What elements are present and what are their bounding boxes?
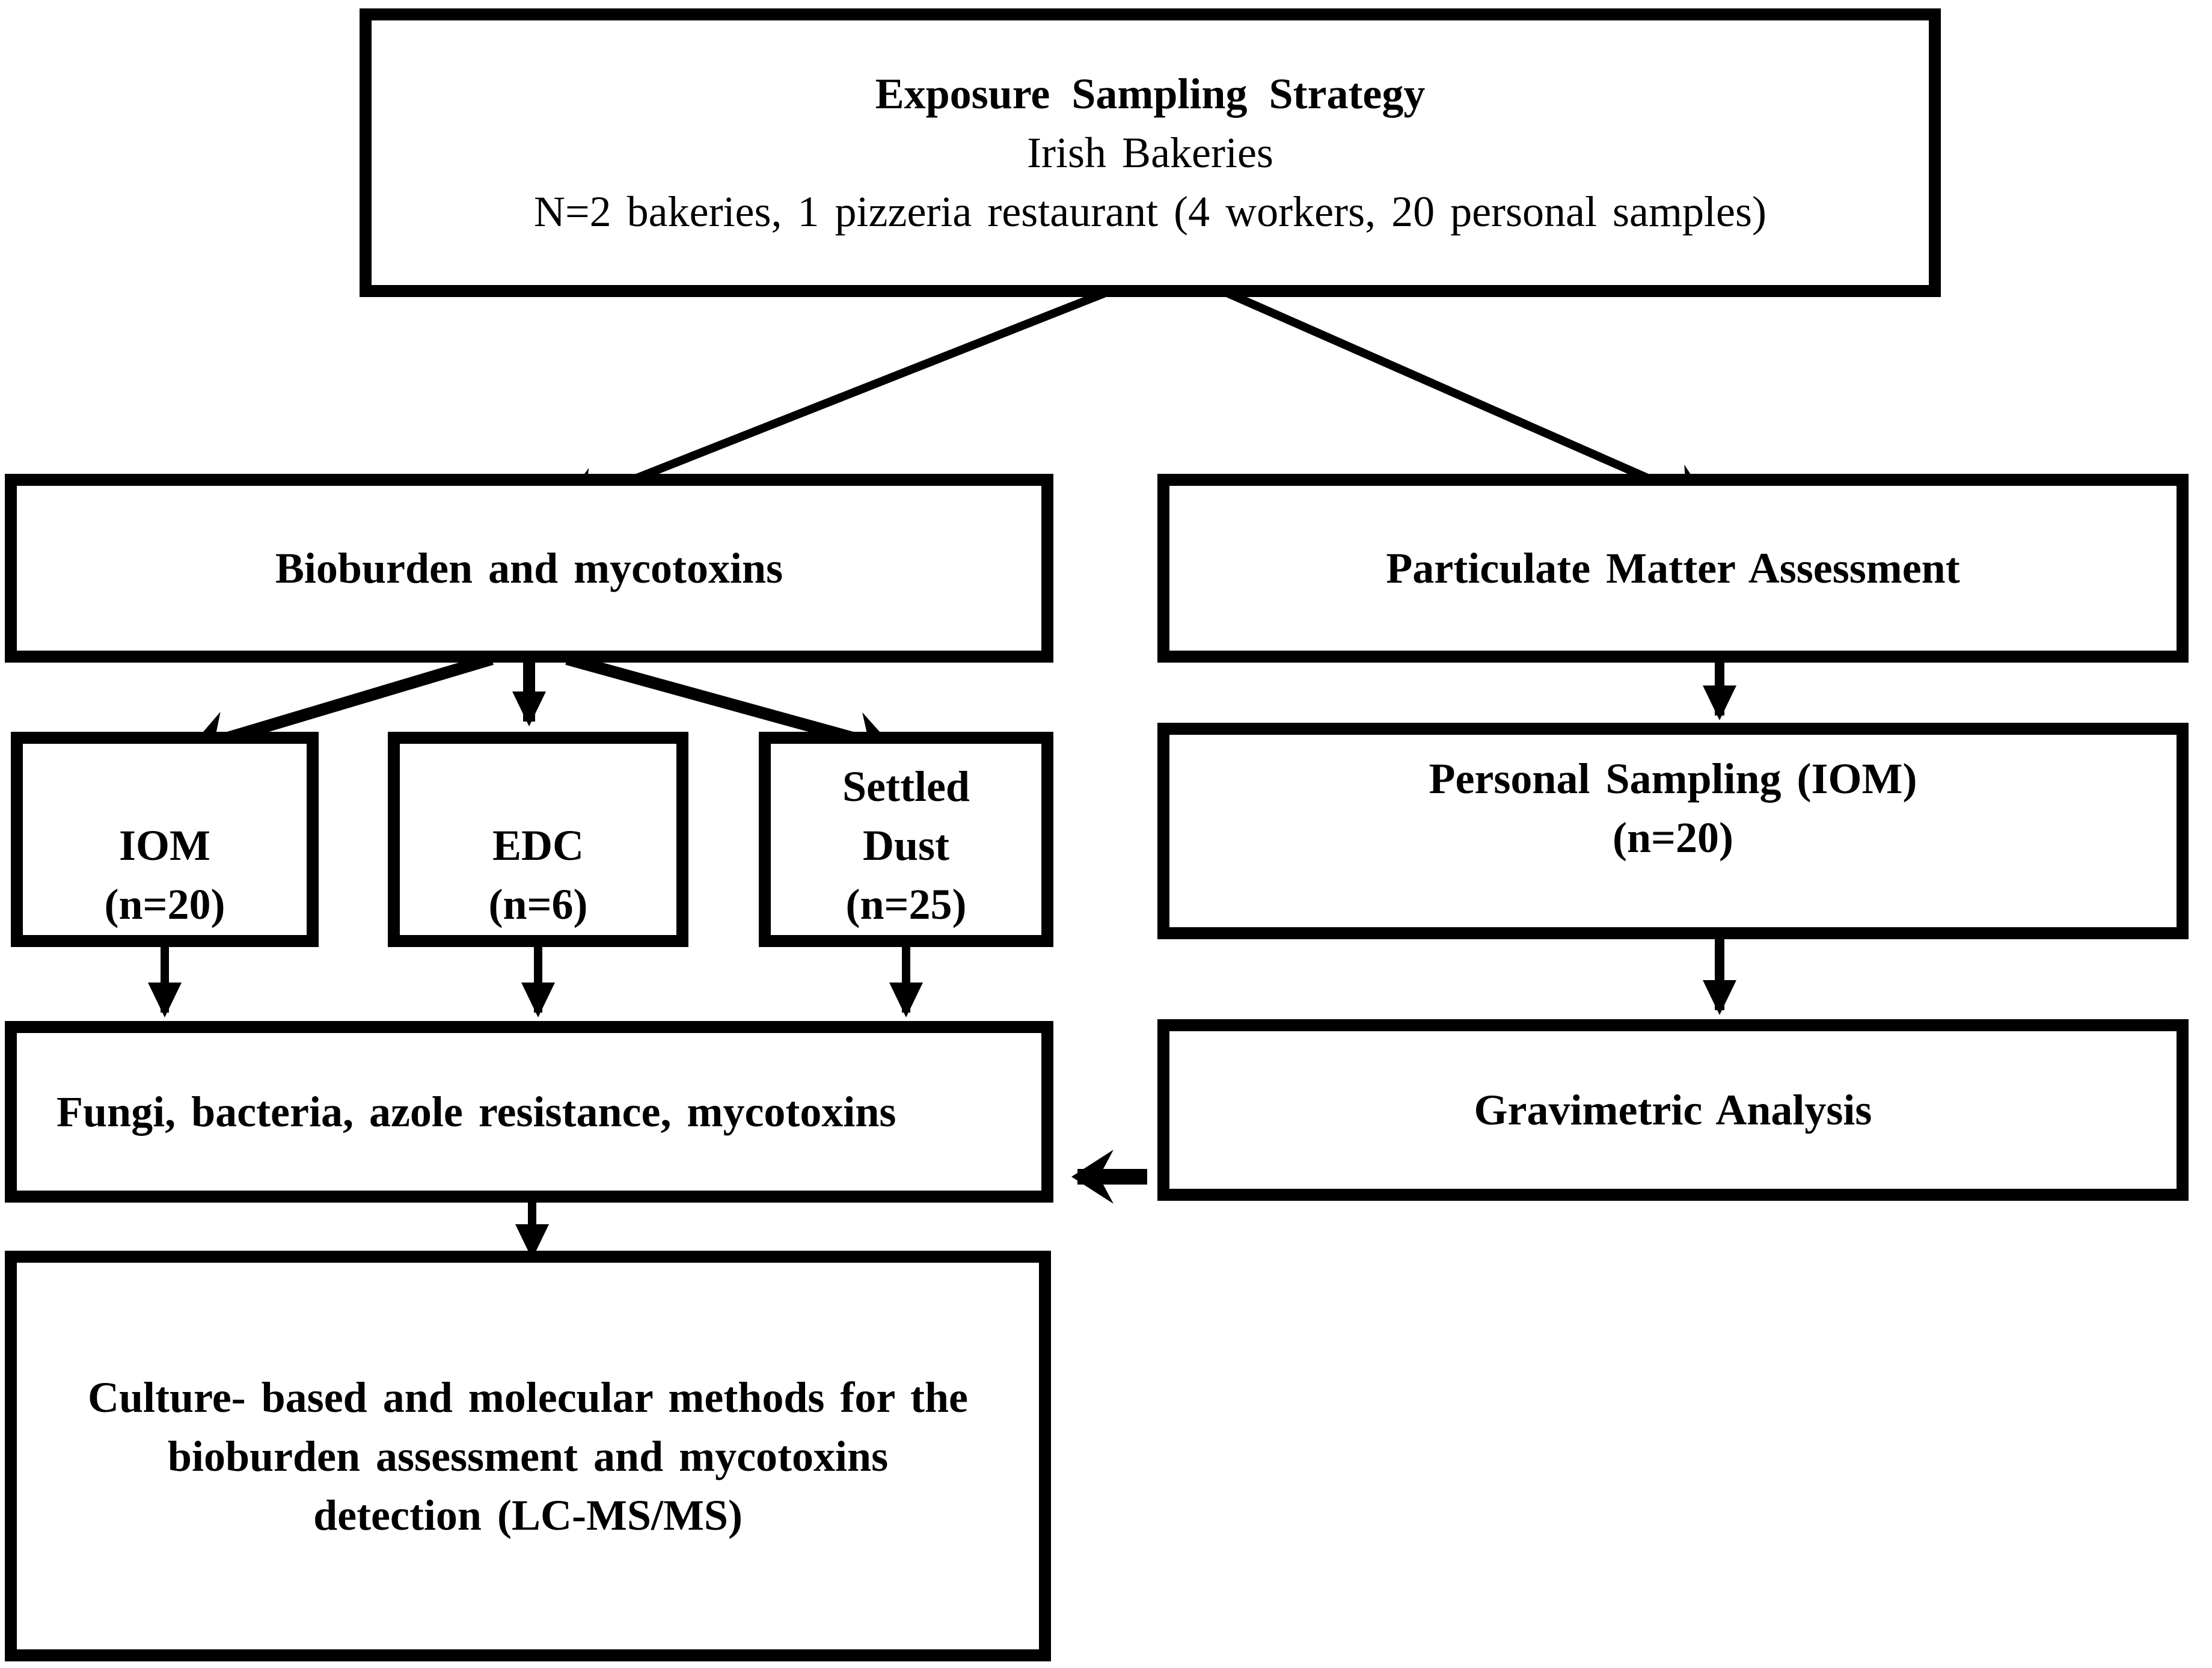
node-bioburden-and-mycotoxins: Bioburden and mycotoxins (5, 474, 1053, 663)
node-exposure-sampling-strategy: Exposure Sampling Strategy Irish Bakerie… (360, 8, 1941, 297)
node-edc: EDC (n=6) (388, 732, 688, 947)
node-count: (n=20) (1612, 814, 1734, 862)
arrow-exposure-to-bioburden (559, 263, 1171, 518)
node-iom: IOM (n=20) (11, 732, 319, 947)
node-count: (n=20) (104, 880, 225, 928)
node-label-line2: Dust (862, 821, 950, 869)
node-count: (n=25) (845, 880, 967, 928)
node-label-line1: Culture- based and molecular methods for… (87, 1373, 969, 1421)
node-gravimetric-analysis: Gravimetric Analysis (1157, 1019, 2189, 1201)
node-personal-sampling-iom: Personal Sampling (IOM) (n=20) (1157, 723, 2189, 939)
node-label-line3: detection (LC-MS/MS) (313, 1491, 743, 1539)
node-particulate-matter-assessment: Particulate Matter Assessment (1157, 474, 2189, 663)
node-sample-description: N=2 bakeries, 1 pizzeria restaurant (4 w… (534, 188, 1766, 236)
arrow-exposure-to-particulate (1168, 263, 1712, 515)
node-label-line2: bioburden assessment and mycotoxins (167, 1432, 889, 1480)
node-title: Exposure Sampling Strategy (875, 70, 1426, 118)
node-label: EDC (492, 821, 584, 869)
node-fungi-bacteria-azole-resistance-mycotoxins: Fungi, bacteria, azole resistance, mycot… (5, 1021, 1053, 1203)
node-label: Particulate Matter Assessment (1386, 544, 1960, 592)
node-count: (n=6) (488, 880, 588, 928)
node-label: Gravimetric Analysis (1474, 1086, 1872, 1134)
node-culture-based-and-molecular-methods: Culture- based and molecular methods for… (5, 1251, 1051, 1661)
node-label: Bioburden and mycotoxins (275, 544, 783, 592)
node-subtitle: Irish Bakeries (1027, 129, 1273, 177)
node-settled-dust: Settled Dust (n=25) (759, 732, 1053, 947)
node-label-line1: Settled (842, 762, 970, 811)
node-label: Fungi, bacteria, azole resistance, mycot… (57, 1088, 896, 1136)
node-label: Personal Sampling (IOM) (1429, 755, 1917, 803)
node-label: IOM (119, 821, 210, 869)
